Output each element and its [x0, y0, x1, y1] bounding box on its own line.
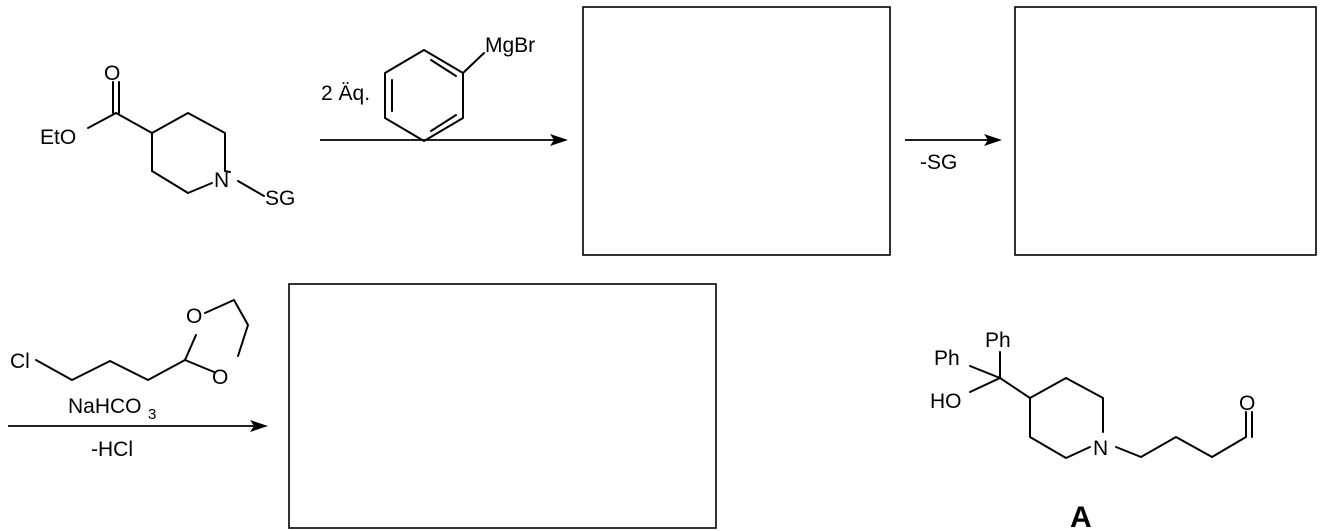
piperidine-a-upper	[1029, 377, 1104, 433]
alkyl-chain	[35, 359, 186, 381]
piperidine-upper	[151, 112, 226, 172]
hydroxyl-label: HO	[930, 390, 962, 413]
dioxolane-oxygen-2: O	[212, 366, 228, 389]
base-formula: NaHCO	[68, 395, 142, 418]
ring-n-bond	[224, 170, 231, 173]
benzene-double-3	[430, 114, 457, 132]
benzene-ring	[384, 49, 464, 142]
nitrogen-label: N	[214, 169, 229, 192]
byproduct-label: -HCl	[91, 438, 133, 461]
arrow-step3	[8, 420, 268, 432]
arrow-step1	[320, 134, 568, 146]
butanal-chain	[1115, 411, 1247, 458]
phenyl-top-label: Ph	[985, 329, 1011, 352]
starting-material: O EtO N SG	[40, 62, 295, 210]
ph-left-bond	[969, 365, 1001, 379]
dioxolane-bond-3	[184, 359, 215, 373]
grignard-label: MgBr	[485, 34, 535, 57]
ester-label: EtO	[40, 126, 76, 149]
alkylating-agent: Cl O O	[10, 299, 249, 389]
dioxolane-bond-1	[184, 334, 197, 361]
base-subscript: 3	[148, 406, 156, 423]
base-label: NaHCO 3	[68, 395, 156, 423]
product-nitrogen-label: N	[1093, 437, 1108, 460]
deprotection-label: -SG	[920, 151, 957, 174]
ester-ring-bond	[115, 112, 153, 134]
arrow-step2	[905, 134, 1002, 146]
dioxolane-oxygen-1: O	[186, 305, 202, 328]
ester-o-bond	[87, 112, 117, 129]
benzene-double-1	[430, 59, 457, 77]
arrowhead-step1	[550, 134, 568, 146]
mgbr-bond	[462, 52, 485, 74]
chlorine-label: Cl	[10, 350, 30, 373]
product-a-label: A	[1070, 501, 1092, 531]
product-a: Ph Ph HO N O A	[930, 329, 1255, 531]
aldehyde-oxygen-label: O	[1239, 392, 1255, 415]
carbonyl-oxygen-label: O	[104, 62, 120, 85]
answer-box-3	[288, 283, 717, 529]
ring-carbon-bond	[999, 377, 1031, 399]
arrowhead-step2	[984, 134, 1002, 146]
phenyl-left-label: Ph	[934, 347, 960, 370]
oh-bond	[969, 377, 1001, 393]
arrowhead-step3	[250, 420, 268, 432]
dioxolane-bond-2	[204, 299, 249, 357]
answer-box-2	[1014, 6, 1317, 256]
equivalents-label: 2 Äq.	[321, 82, 370, 105]
answer-box-1	[582, 6, 891, 256]
n-sg-bond	[237, 180, 265, 197]
protecting-group-label: SG	[265, 187, 295, 210]
piperidine-lower	[151, 132, 213, 194]
piperidine-a-lower	[1029, 397, 1091, 459]
grignard-reagent: MgBr 2 Äq.	[321, 34, 535, 142]
